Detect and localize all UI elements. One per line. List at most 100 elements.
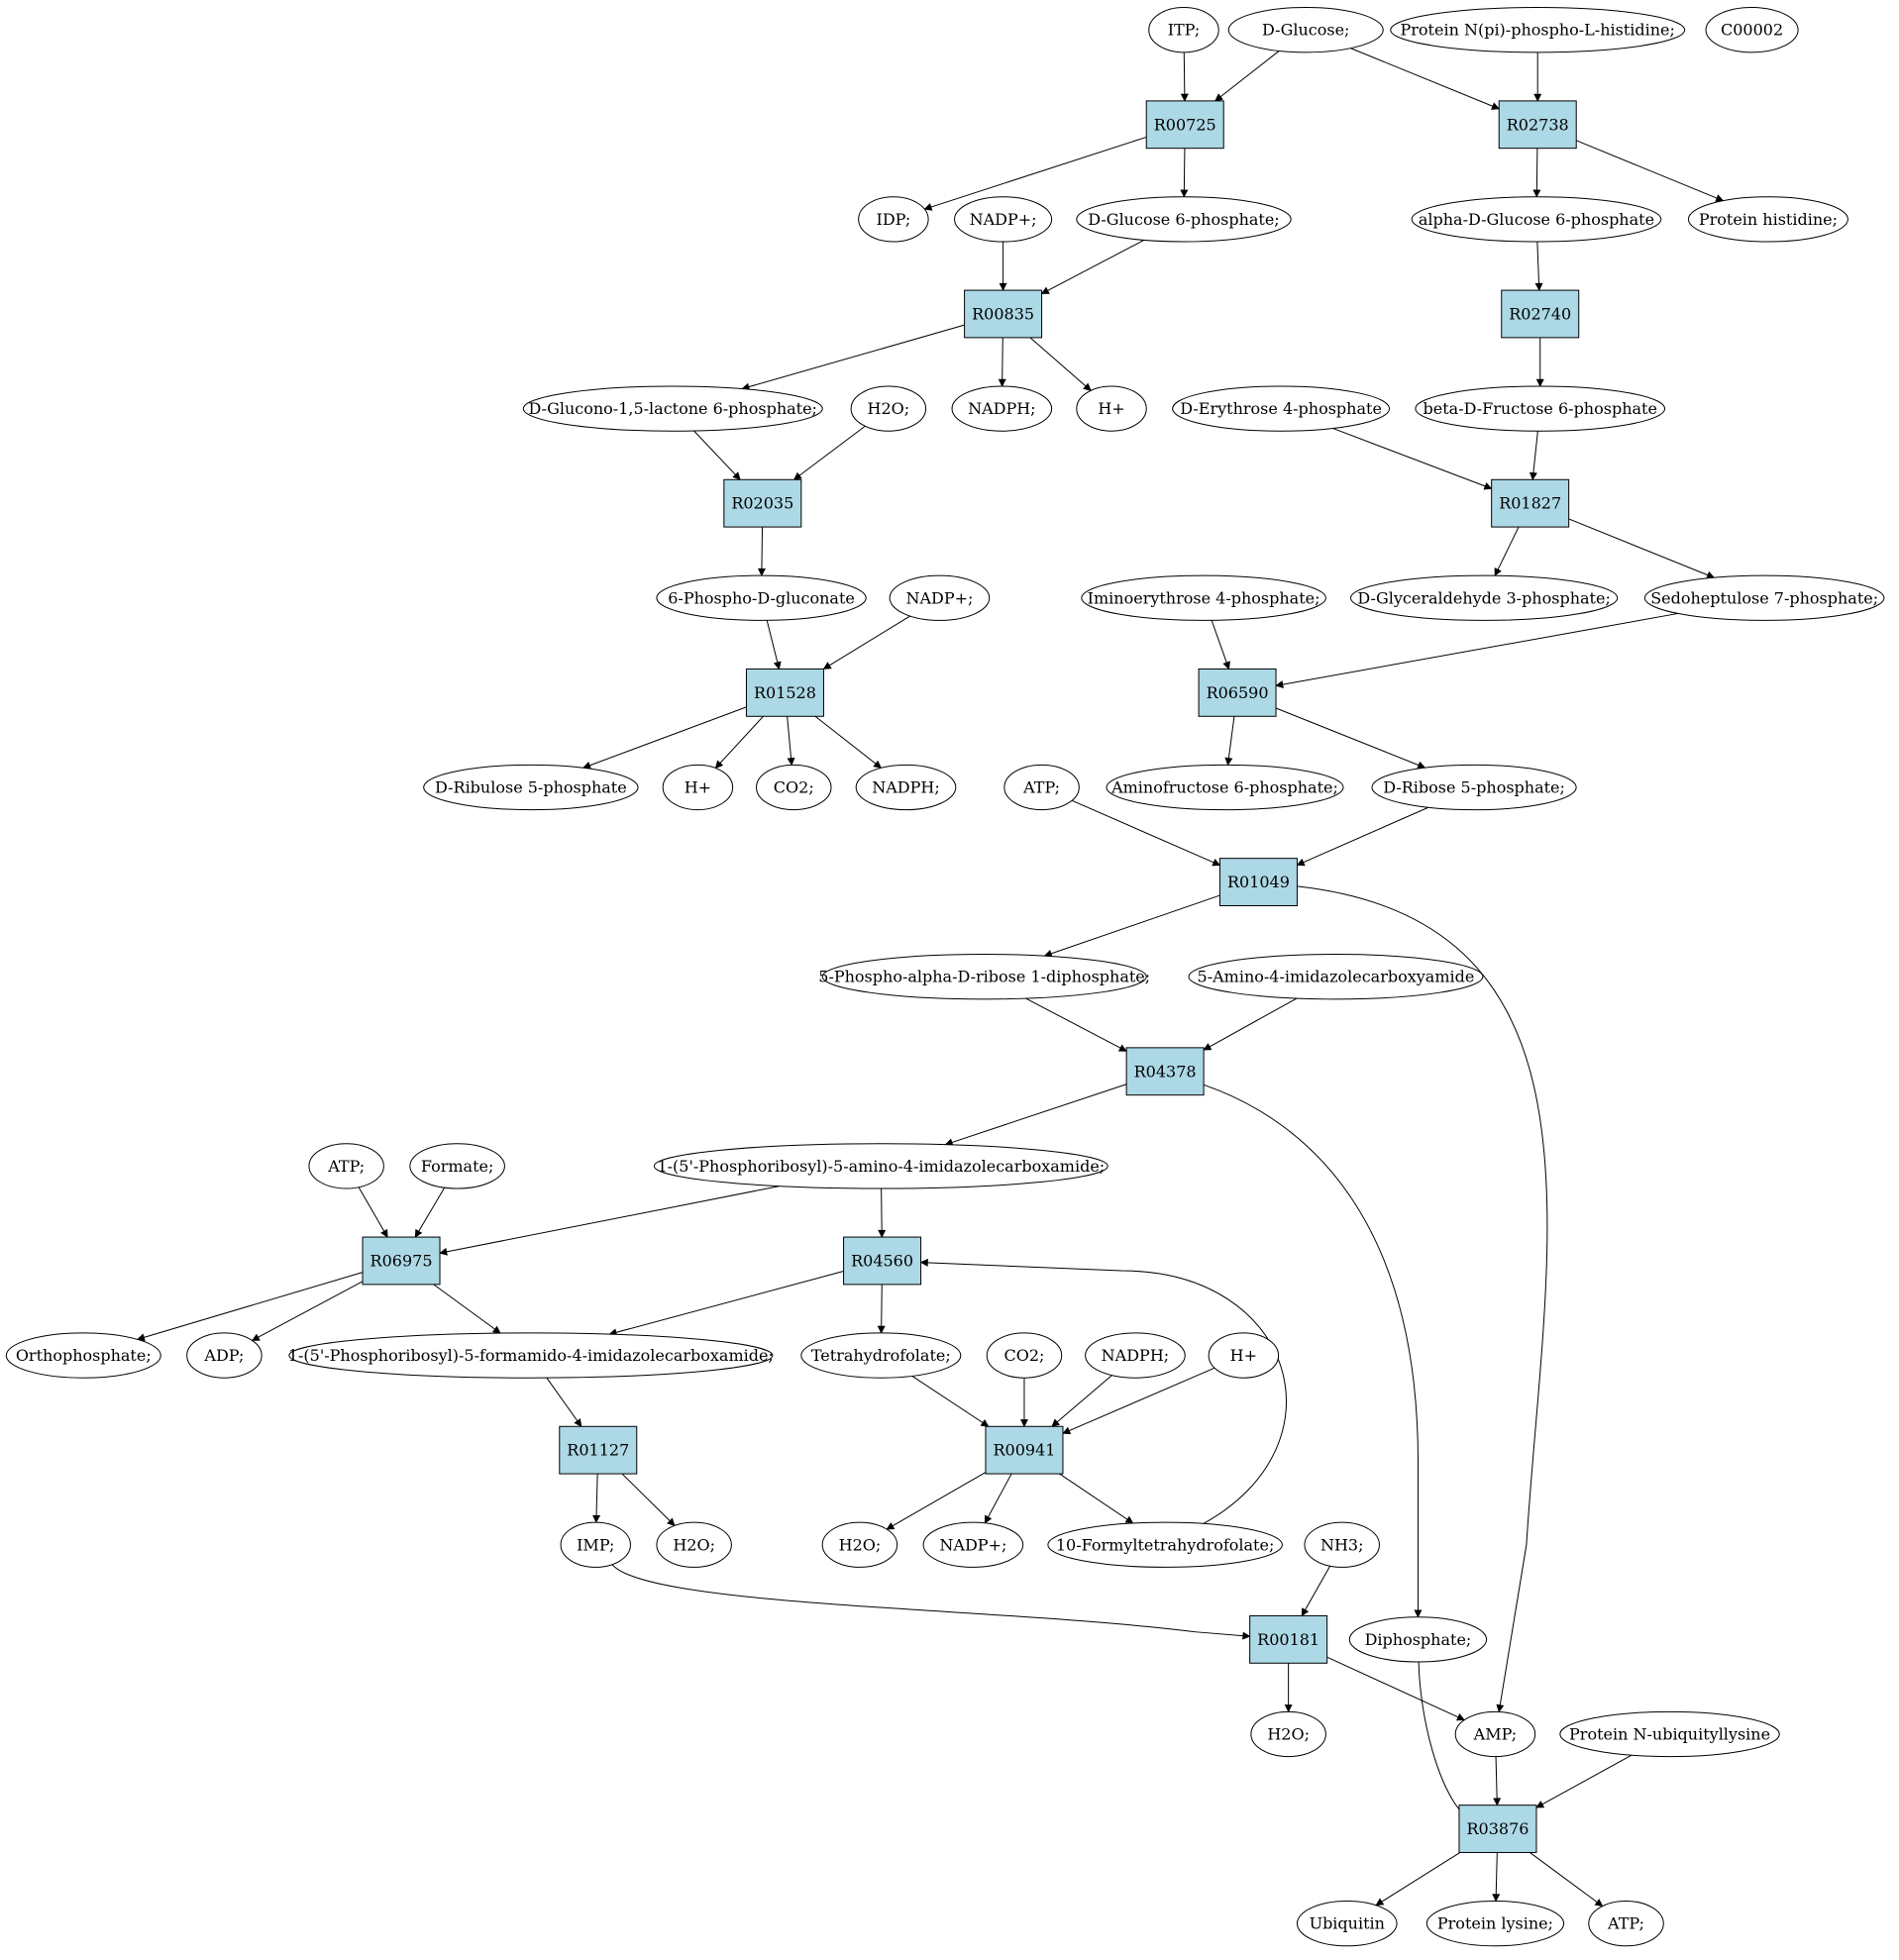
compound-node-adp: ADP; [186,1332,263,1379]
compound-node-iminoerythrose: Iminoerythrose 4-phosphate; [1081,574,1326,621]
edge-R06975-to-orthophosphate [136,1272,364,1342]
compound-node-prpp: 5-Phospho-alpha-D-ribose 1-diphosphate; [818,954,1150,1000]
reaction-node-R06975: R06975 [362,1236,441,1286]
compound-node-h2o_3: H2O; [821,1521,898,1568]
edge-R01049-to-amp [1297,885,1548,1713]
compound-ellipse [986,1332,1063,1379]
compound-label: 6-Phospho-D-gluconate [668,588,855,607]
compound-label: Protein N-ubiquityllysine [1569,1724,1770,1743]
compound-node-orthophosphate: Orthophosphate; [5,1332,161,1379]
compound-ellipse [1296,1901,1398,1947]
compound-label: NADPH; [968,399,1036,418]
edge-d_glucose-to-R02738 [1350,48,1500,110]
reaction-node-R06590: R06590 [1198,668,1277,717]
compound-node-phospho_gluconate: 6-Phospho-D-gluconate [656,574,867,621]
edge-h2o_1-to-R02035 [792,425,866,480]
reaction-label: R00941 [993,1441,1055,1460]
compound-node-formate: Formate; [409,1143,505,1189]
reaction-box [362,1236,441,1286]
compound-node-d_glucose: D-Glucose; [1227,7,1384,53]
edge-R02738-to-alpha_glc_6p [1532,148,1541,198]
compound-label: NADPH; [1102,1346,1170,1365]
edge-phospho_gluconate-to-R01528 [766,620,782,671]
reaction-box [1218,858,1298,906]
reaction-box [1501,289,1580,339]
reaction-box [1458,1805,1537,1853]
compound-ellipse [308,1143,384,1189]
compound-label: NADPH; [872,777,940,796]
compound-ellipse [1003,764,1080,811]
compound-node-ribulose_5p: D-Ribulose 5-phosphate [423,764,639,811]
compound-label: H+ [1098,399,1124,418]
reaction-label: R01528 [754,683,816,702]
compound-ellipse [954,196,1053,243]
compound-ellipse [1208,1332,1280,1379]
edge-atp_2-to-R06975 [358,1186,388,1238]
compound-node-co2_2: CO2; [986,1332,1063,1379]
compound-node-alpha_glc_6p: alpha-D-Glucose 6-phosphate [1411,196,1662,243]
edge-R00941-to-h2o_3 [886,1472,987,1530]
compound-label: Iminoerythrose 4-phosphate; [1088,588,1320,607]
compound-label: 10-Formyltetrahydrofolate; [1056,1535,1274,1554]
compound-label: D-Glucose; [1262,21,1349,40]
compound-node-beta_fru_6p: beta-D-Fructose 6-phosphate [1415,385,1666,432]
compound-node-d_glucose_6p: D-Glucose 6-phosphate; [1076,196,1292,243]
edge-alpha_glc_6p-to-R02740 [1534,242,1543,291]
compound-label: D-Ribose 5-phosphate; [1383,777,1565,796]
reaction-node-R01827: R01827 [1491,478,1570,528]
compound-ellipse [1148,7,1219,53]
compound-node-diphosphate: Diphosphate; [1348,1616,1488,1663]
edge-R01528-to-ribulose_5p [582,706,747,770]
compound-label: Diphosphate; [1365,1630,1472,1649]
compound-node-h2o_4: H2O; [1250,1710,1326,1758]
edge-protein_ub_lys-to-R03876 [1535,1754,1633,1808]
edge-R00835-to-nadph_1 [998,337,1006,387]
edge-R06975-to-faicar [433,1284,501,1334]
compound-node-aica: 5-Amino-4-imidazolecarboxyamide [1188,954,1484,1000]
compound-ellipse [800,1332,962,1379]
reaction-label: R01827 [1499,494,1561,513]
edge-nadp_2-to-R01528 [822,615,910,670]
compound-ellipse [1643,574,1885,621]
edge-R01827-to-glyceraldehyde_3p [1494,526,1520,576]
compound-node-c00002: C00002 [1705,7,1799,53]
reaction-label: R04560 [851,1251,913,1270]
compound-node-h2o_1: H2O; [850,385,927,432]
edge-formate-to-R06975 [414,1186,446,1238]
compound-label: Protein histidine; [1699,210,1838,229]
edge-faicar-to-R01127 [546,1377,582,1427]
compound-label: D-Erythrose 4-phosphate [1180,399,1382,418]
compound-node-aminofructose: Aminofructose 6-phosphate; [1106,764,1344,811]
compound-label: Ubiquitin [1310,1914,1385,1933]
compound-ellipse [423,764,639,811]
reaction-label: R02035 [731,494,793,513]
compound-label: 1-(5'-Phosphoribosyl)-5-formamido-4-imid… [288,1346,774,1365]
edges [136,48,1725,1908]
compound-ellipse [1250,1710,1326,1758]
edge-R03876-to-atp_3 [1530,1852,1604,1908]
compound-label: H2O; [1267,1724,1310,1743]
compound-label: ATP; [327,1157,365,1176]
compound-ellipse [1106,764,1344,811]
compound-node-ubiquitin: Ubiquitin [1296,1901,1398,1947]
compound-node-sedoheptulose: Sedoheptulose 7-phosphate; [1643,574,1885,621]
edge-atp_1-to-R01049 [1071,799,1221,867]
edge-R06975-to-adp [251,1281,364,1341]
compound-node-nadp_1: NADP+; [954,196,1053,243]
compound-ellipse [1559,1710,1780,1758]
compound-label: H+ [685,777,711,796]
compound-label: Protein N(pi)-phospho-L-histidine; [1401,21,1675,40]
edge-R00725-to-d_glucose_6p [1180,148,1189,198]
compound-ellipse [1348,1616,1488,1663]
compound-ellipse [662,764,734,811]
compound-node-glyceraldehyde_3p: D-Glyceraldehyde 3-phosphate; [1350,574,1619,621]
reaction-label: R01049 [1227,873,1290,891]
reaction-box [745,668,824,717]
edge-R04560-to-faicar [608,1270,844,1337]
compound-label: ATP; [1607,1914,1644,1933]
compound-node-imp: IMP; [560,1521,631,1568]
edge-d_glucose_6p-to-R00835 [1040,239,1145,294]
compound-ellipse [1588,1901,1664,1947]
